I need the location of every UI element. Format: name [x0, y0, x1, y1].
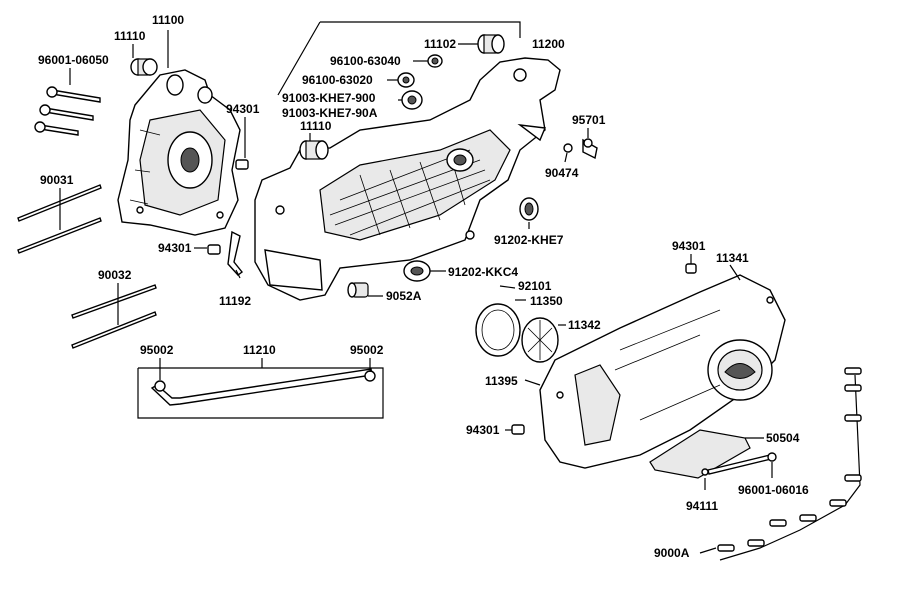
label-9052a: 9052A — [386, 289, 422, 303]
label-96100-63020: 96100-63020 — [302, 73, 373, 87]
label-11110-left: 11110 — [114, 29, 146, 43]
bushing-11110-left — [130, 58, 158, 76]
label-91003-khe7-90a: 91003-KHE7-90A — [282, 106, 378, 120]
label-94301-d: 94301 — [466, 423, 500, 437]
label-90032: 90032 — [98, 268, 132, 282]
bolt-95701 — [582, 138, 598, 160]
label-94301-a: 94301 — [226, 102, 260, 116]
label-95002-left: 95002 — [140, 343, 174, 357]
label-92101: 92101 — [518, 279, 552, 293]
studs-90032 — [71, 284, 157, 349]
oil-seal-91202-khe7 — [519, 197, 539, 221]
drain-bolt-9052a — [347, 282, 369, 298]
bolt-set-9000a — [717, 367, 862, 561]
dowel-pin-94301-c — [685, 263, 697, 274]
label-9000a: 9000A — [654, 546, 690, 560]
left-crankcase — [117, 69, 241, 236]
label-96001-06050: 96001-06050 — [38, 53, 109, 67]
label-11210: 11210 — [243, 343, 276, 357]
label-95002-right: 95002 — [350, 343, 384, 357]
bolts-96001-06050 — [34, 86, 101, 136]
label-11200: 11200 — [532, 37, 565, 51]
label-95701: 95701 — [572, 113, 606, 127]
bolt-96001-06016 — [701, 452, 777, 476]
bearing-96100-63020 — [397, 72, 415, 88]
breather-pipe-assembly — [137, 367, 384, 419]
cover-11342 — [521, 317, 559, 363]
label-94301-c: 94301 — [672, 239, 706, 253]
label-11192: 11192 — [219, 294, 251, 308]
clip-11192 — [227, 230, 243, 276]
crankcase-cover — [539, 274, 786, 469]
seal-91003-khe7 — [401, 90, 423, 110]
label-11341: 11341 — [716, 251, 749, 265]
label-11100: 11100 — [152, 13, 184, 27]
label-11395: 11395 — [485, 374, 518, 388]
leader-lines — [59, 21, 773, 554]
label-91003-khe7-900: 91003-KHE7-900 — [282, 91, 376, 105]
label-50504: 50504 — [766, 431, 800, 445]
oil-seal-91202-kkc4 — [403, 260, 431, 282]
label-94301-b: 94301 — [158, 241, 192, 255]
label-96001-06016: 96001-06016 — [738, 483, 809, 497]
label-91202-kkc4: 91202-KKC4 — [448, 265, 518, 279]
label-91202-khe7: 91202-KHE7 — [494, 233, 564, 247]
label-90474: 90474 — [545, 166, 579, 180]
label-11342: 11342 — [568, 318, 601, 332]
label-96100-63040: 96100-63040 — [330, 54, 401, 68]
dowel-pin-94301-a — [235, 159, 249, 170]
bushing-11102 — [477, 34, 505, 54]
label-94111: 94111 — [686, 499, 718, 513]
bearing-96100-63040 — [427, 54, 443, 68]
part-labels: 11100 11110 96001-06050 94301 90031 9430… — [38, 13, 809, 560]
right-crankcase — [254, 57, 561, 301]
label-90031: 90031 — [40, 173, 74, 187]
washer-90474 — [563, 143, 573, 153]
bushing-11110-right — [299, 140, 329, 160]
label-11350: 11350 — [530, 294, 563, 308]
dowel-pin-94301-d — [511, 424, 525, 435]
plate-50504 — [649, 429, 751, 479]
label-11102: 11102 — [424, 37, 456, 51]
dowel-pin-94301-b — [207, 244, 221, 255]
gasket-11350 — [475, 303, 521, 357]
label-11110-right: 11110 — [300, 119, 332, 133]
